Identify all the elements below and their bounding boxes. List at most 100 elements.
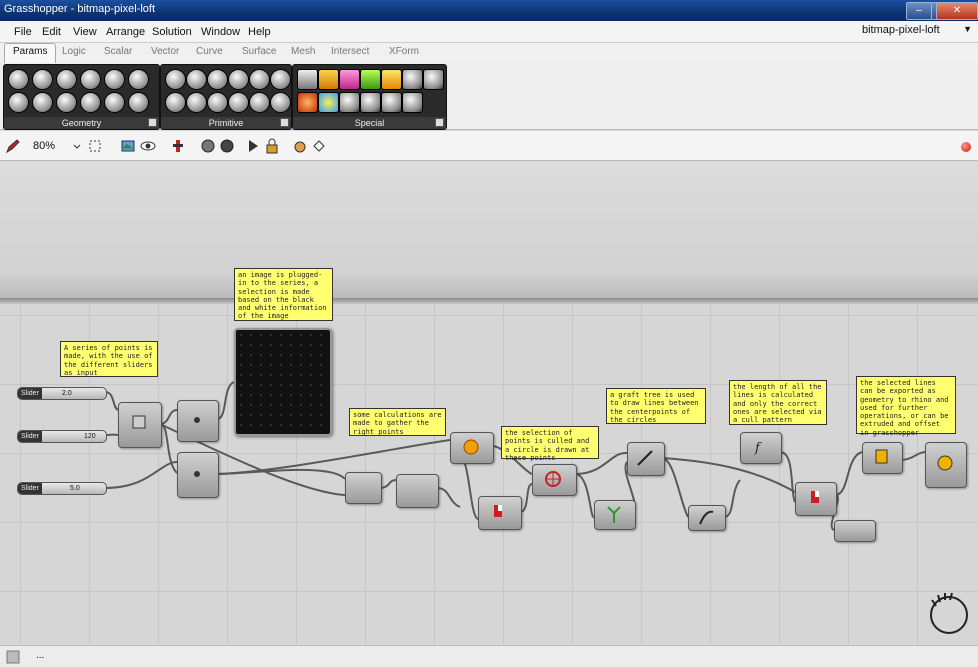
menu-edit[interactable]: Edit [42,26,61,38]
vector-param-icon[interactable] [56,92,77,113]
image-sampler[interactable] [234,328,332,436]
menu-window[interactable]: Window [201,26,241,38]
zoom-extents-icon[interactable] [87,138,103,154]
tab-curve[interactable]: Curve [196,46,223,57]
expand-icon[interactable] [435,118,444,127]
note-cull-circle[interactable]: the selection of points is culled and a … [501,426,599,462]
data-dam-icon[interactable] [360,92,381,113]
string-param-icon[interactable] [249,69,270,90]
point-param-icon[interactable] [8,69,29,90]
bake-icon[interactable] [292,138,308,154]
tab-mesh[interactable]: Mesh [291,46,316,57]
guid-param-icon[interactable] [270,92,291,113]
expression-component[interactable]: f [740,432,782,464]
note-image-selection[interactable]: an image is plugged-in to the series, a … [234,268,333,321]
boolean-param-icon[interactable] [165,69,186,90]
line-component[interactable] [627,442,665,476]
cluster-icon[interactable] [402,92,423,113]
length-component[interactable] [688,505,726,531]
curve-param-icon[interactable] [80,69,101,90]
timer-icon[interactable] [381,69,402,90]
geometry-param-icon[interactable] [128,92,149,113]
slider-icon[interactable] [339,92,360,113]
lock-icon[interactable] [264,138,280,154]
record-icon[interactable] [961,142,971,152]
note-points-series[interactable]: A series of points is made, with the use… [60,341,158,377]
number-slider[interactable]: Slider 2.0 [17,387,107,400]
comparison-component[interactable] [396,474,439,508]
swatch-icon[interactable] [297,92,318,113]
note-calculations[interactable]: some calculations are made to gather the… [349,408,446,436]
colour-param-icon[interactable] [270,69,291,90]
bitmap-icon[interactable] [360,69,381,90]
circle-component[interactable] [532,464,577,496]
tree-icon[interactable] [381,92,402,113]
bake-component[interactable] [862,442,903,474]
tab-surface[interactable]: Surface [242,46,277,57]
point-xyz-component[interactable] [177,400,219,442]
menu-arrange[interactable]: Arrange [106,26,146,38]
plane-param-icon[interactable] [8,92,29,113]
menu-solution[interactable]: Solution [152,26,192,38]
number-slider[interactable]: Slider 5.0 [17,482,107,495]
note-graft-tree[interactable]: a graft tree is used to draw lines betwe… [606,388,706,424]
play-icon[interactable] [245,138,261,154]
tab-scalar[interactable]: Scalar [104,46,133,57]
matrix-param-icon[interactable] [207,92,228,113]
tab-xform[interactable]: XForm [389,46,419,57]
box-param-icon[interactable] [104,69,125,90]
graft-tree-component[interactable] [594,500,636,530]
brep-param-icon[interactable] [128,69,149,90]
number-slider[interactable]: Slider 120 [17,430,107,443]
solver-icon[interactable] [170,138,186,154]
interval-param-icon[interactable] [228,69,249,90]
time-param-icon[interactable] [228,92,249,113]
param-viewer-icon[interactable] [402,69,423,90]
graph-mapper-icon[interactable] [297,69,318,90]
expression-component[interactable] [834,520,876,542]
panel-icon[interactable] [339,69,360,90]
tab-vector[interactable]: Vector [151,46,180,57]
custom-preview-component[interactable] [925,442,967,488]
shader-param-icon[interactable] [249,92,270,113]
note-line-length[interactable]: the length of all the lines is calculate… [729,380,827,425]
sketch-icon[interactable] [311,138,327,154]
series-component[interactable] [118,402,162,448]
preview-wire-icon[interactable] [219,138,235,154]
cull-pattern-component[interactable] [795,482,837,516]
preview-shaded-icon[interactable] [200,138,216,154]
colour-wheel-icon[interactable] [318,92,339,113]
pencil-icon[interactable] [5,138,21,154]
integer-param-icon[interactable] [207,69,228,90]
addition-component[interactable] [345,472,382,504]
circle-param-icon[interactable] [32,69,53,90]
complex-param-icon[interactable] [165,92,186,113]
expand-icon[interactable] [280,118,289,127]
gradient-icon[interactable] [318,69,339,90]
grasshopper-canvas[interactable]: an image is plugged-in to the series, a … [0,162,978,644]
minimize-button[interactable]: – [906,2,932,20]
menu-help[interactable]: Help [248,26,271,38]
point-xyz-component[interactable] [177,452,219,498]
tab-logic[interactable]: Logic [62,46,86,57]
tab-intersect[interactable]: Intersect [331,46,370,57]
zoom-level[interactable]: 80% [33,140,56,152]
loop-icon[interactable] [423,69,444,90]
canvas-navigation-icon[interactable] [926,590,972,636]
cull-pattern-component[interactable] [478,496,522,530]
menu-view[interactable]: View [73,26,97,38]
number-param-icon[interactable] [186,69,207,90]
arc-param-icon[interactable] [56,69,77,90]
bitmap-sample-component[interactable] [450,432,494,464]
domain-param-icon[interactable] [186,92,207,113]
line-param-icon[interactable] [32,92,53,113]
document-select[interactable]: bitmap-pixel-loft ▼ [862,24,974,40]
eye-icon[interactable] [140,138,156,154]
chevron-down-icon[interactable] [72,138,82,154]
expand-icon[interactable] [148,118,157,127]
map-icon[interactable] [120,138,136,154]
surface-param-icon[interactable] [104,92,125,113]
note-export-lines[interactable]: the selected lines can be exported as ge… [856,376,956,437]
menu-file[interactable]: File [14,26,32,38]
close-button[interactable]: ✕ [936,2,978,20]
